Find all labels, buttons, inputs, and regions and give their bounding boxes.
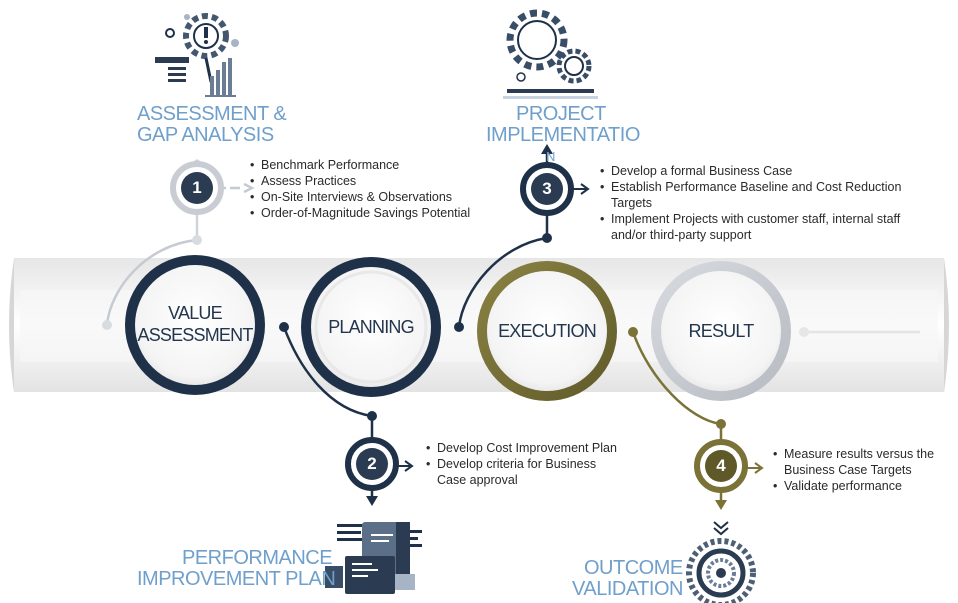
step-1-bullets: Benchmark Performance Assess Practices O… [250, 157, 470, 221]
performance-documents-icon [325, 522, 422, 594]
performance-heading: PERFORMANCE IMPROVEMENT PLAN [137, 547, 336, 590]
phase-label-execution-text: EXECUTION [498, 321, 597, 341]
step-arrows [396, 183, 764, 474]
list-item-continuation: Case approval [426, 472, 617, 488]
assessment-gear-icon [155, 13, 239, 97]
step-number-2: 2 [367, 454, 377, 473]
list-item-continuation-text: Targets [611, 196, 652, 210]
list-item-continuation: Targets [600, 195, 901, 211]
phase-label-result-text: RESULT [688, 321, 755, 341]
outcome-heading: OUTCOME VALIDATION [572, 558, 683, 600]
list-item: Develop Cost Improvement Plan [426, 440, 617, 456]
assessment-heading: ASSESSMENT & GAP ANALYSIS [137, 103, 287, 146]
implementation-heading-line-1: PROJECT [516, 103, 606, 125]
assessment-heading-line-2: GAP ANALYSIS [137, 124, 274, 146]
assessment-heading-line-1: ASSESSMENT & [137, 103, 287, 125]
phase-label-value: VALUE [168, 303, 223, 323]
list-item: Implement Projects with customer staff, … [600, 211, 901, 227]
step-ring-3 [520, 162, 574, 216]
list-item: Validate performance [773, 478, 934, 494]
outcome-heading-line-2: VALIDATION [572, 578, 683, 600]
list-item-continuation-text: Case approval [437, 473, 518, 487]
performance-heading-line-2: IMPROVEMENT PLAN [137, 568, 336, 590]
step-ring-2 [345, 437, 399, 491]
list-item: Assess Practices [250, 173, 470, 189]
outcome-heading-line-1: OUTCOME [584, 557, 683, 579]
step-number-4: 4 [716, 456, 726, 475]
phase-label-planning-text: PLANNING [328, 317, 414, 337]
list-item-continuation-text: and/or third-party support [611, 228, 752, 242]
outcome-target-icon [686, 521, 756, 603]
step-ring-4 [694, 439, 748, 493]
implementation-heading: PROJECT IMPLEMENTATIO [486, 104, 640, 146]
step-ring-1 [170, 161, 224, 215]
list-item: Order-of-Magnitude Savings Potential [250, 205, 470, 221]
list-item: Benchmark Performance [250, 157, 470, 173]
phase-circle-execution [477, 261, 617, 401]
list-item-continuation: and/or third-party support [600, 227, 901, 243]
list-item: Develop criteria for Business [426, 456, 617, 472]
phase-label-planning: PLANNING [296, 316, 446, 338]
phase-circle-value-assessment [125, 255, 265, 395]
connector-dots [102, 233, 809, 429]
phase-label-value-assessment: VALUE ASSESSMENT [120, 302, 270, 346]
list-item: Establish Performance Baseline and Cost … [600, 179, 901, 195]
implementation-heading-line-2: IMPLEMENTATIO [486, 124, 640, 146]
step-number-1: 1 [192, 178, 202, 197]
step-2-bullets: Develop Cost Improvement Plan Develop cr… [426, 440, 617, 488]
list-item: Develop a formal Business Case [600, 163, 901, 179]
phase-label-assessment: ASSESSMENT [137, 325, 253, 345]
phase-label-result: RESULT [646, 320, 796, 342]
step-4-bullets: Measure results versus the Business Case… [773, 446, 934, 494]
step-number-3: 3 [542, 179, 552, 198]
list-item-continuation-text: Business Case Targets [784, 463, 912, 477]
list-item: On-Site Interviews & Observations [250, 189, 470, 205]
list-item: Measure results versus the [773, 446, 934, 462]
list-item-continuation: Business Case Targets [773, 462, 934, 478]
phase-circle-planning [301, 257, 441, 397]
performance-heading-line-1: PERFORMANCE [182, 547, 333, 569]
phase-circle-result [651, 261, 791, 401]
step-3-bullets: Develop a formal Business Case Establish… [600, 163, 901, 243]
implementation-heading-overflow: N [546, 149, 555, 164]
phase-label-execution: EXECUTION [472, 320, 622, 342]
project-gears-icon [503, 9, 598, 99]
